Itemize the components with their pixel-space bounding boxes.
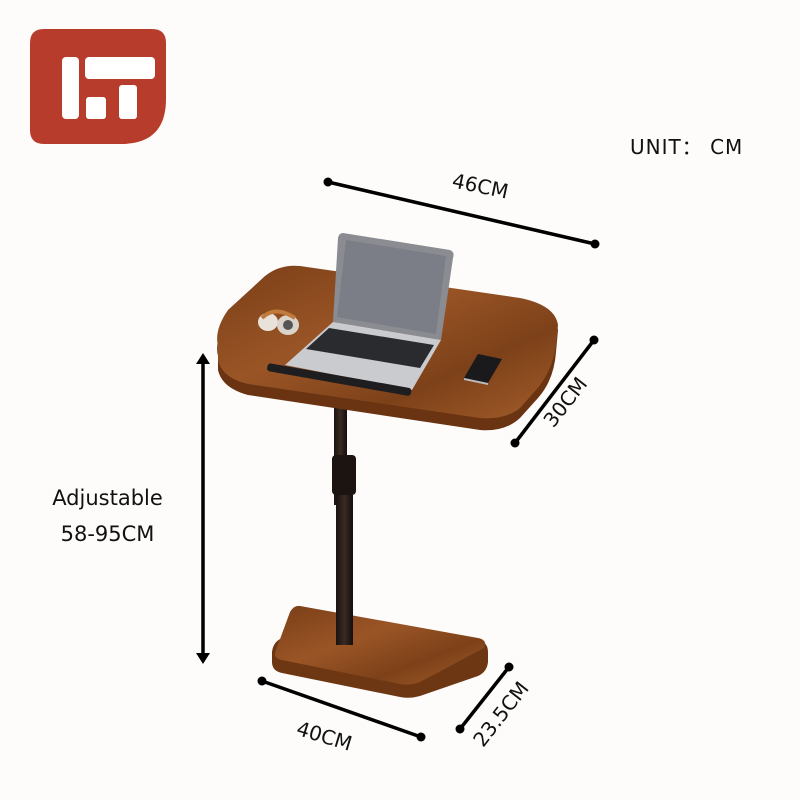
adjustable-pole: [332, 405, 356, 645]
dimension-line-top-depth: [510, 335, 599, 448]
smartphone-icon: [464, 354, 502, 385]
dimension-line-base-depth: [455, 662, 514, 734]
dimension-line-base-width: [257, 676, 426, 742]
height-label-line2: 58-95CM: [60, 522, 155, 546]
unit-label: UNIT： CM: [630, 135, 744, 159]
laptop-icon: [285, 233, 454, 390]
height-label-line1: Adjustable: [52, 486, 163, 510]
headphones-icon: [258, 309, 299, 335]
table-base: [272, 605, 488, 698]
dimension-line-height: [196, 353, 210, 664]
laptop-stopper-bar: [267, 363, 412, 396]
height-label: Adjustable 58-95CM: [40, 480, 175, 552]
brand-logo-icon: [30, 29, 166, 144]
dimension-line-top-width: [323, 177, 600, 249]
